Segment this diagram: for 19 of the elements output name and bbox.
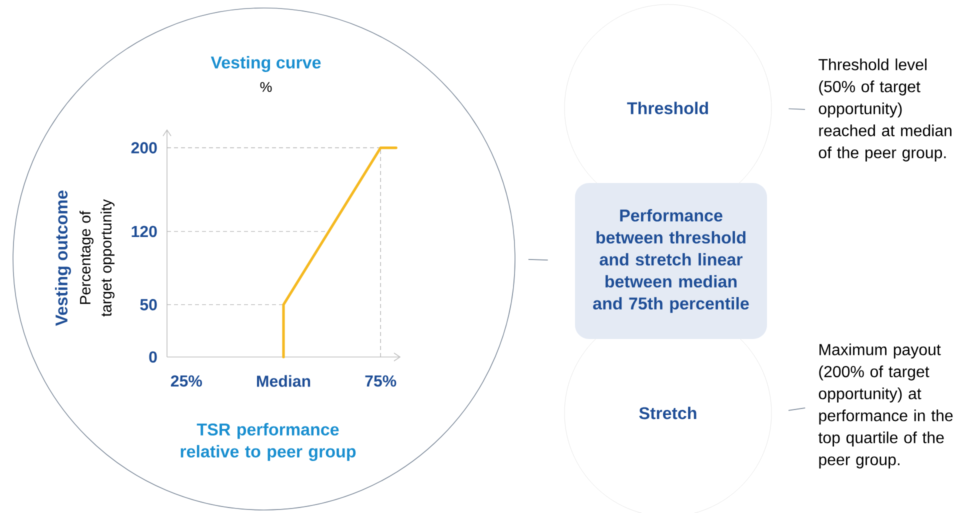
axis-subtitle: Percentage of target opportunity xyxy=(80,199,114,317)
unit-label: % xyxy=(260,82,272,92)
note-text: Threshold level (50% of target opportunity) reached at median of the peer group. xyxy=(818,58,952,162)
axis-title: TSR performance relative to peer group xyxy=(180,423,356,461)
tick-label: 200 xyxy=(131,142,157,154)
connector-line xyxy=(528,259,548,260)
axis-title: Vesting outcome xyxy=(55,190,71,326)
performance-box: Performance between threshold and stretch linear between median and 75th percentile xyxy=(575,183,767,339)
tick-label: 120 xyxy=(132,226,157,238)
chart-title: Vesting curve xyxy=(210,56,321,72)
note-text: Maximum payout (200% of target opportunity) at performance in the top quartile of the peer group. xyxy=(818,344,953,468)
tick-label: 50 xyxy=(140,299,157,310)
tick-label: Median xyxy=(257,375,310,387)
connector-line xyxy=(788,108,806,110)
tick-label: 25% xyxy=(170,375,202,387)
tick-label: 0 xyxy=(149,351,157,363)
tick-label: 75% xyxy=(365,375,396,387)
chart-circle xyxy=(12,8,516,510)
connector-line xyxy=(788,408,806,411)
